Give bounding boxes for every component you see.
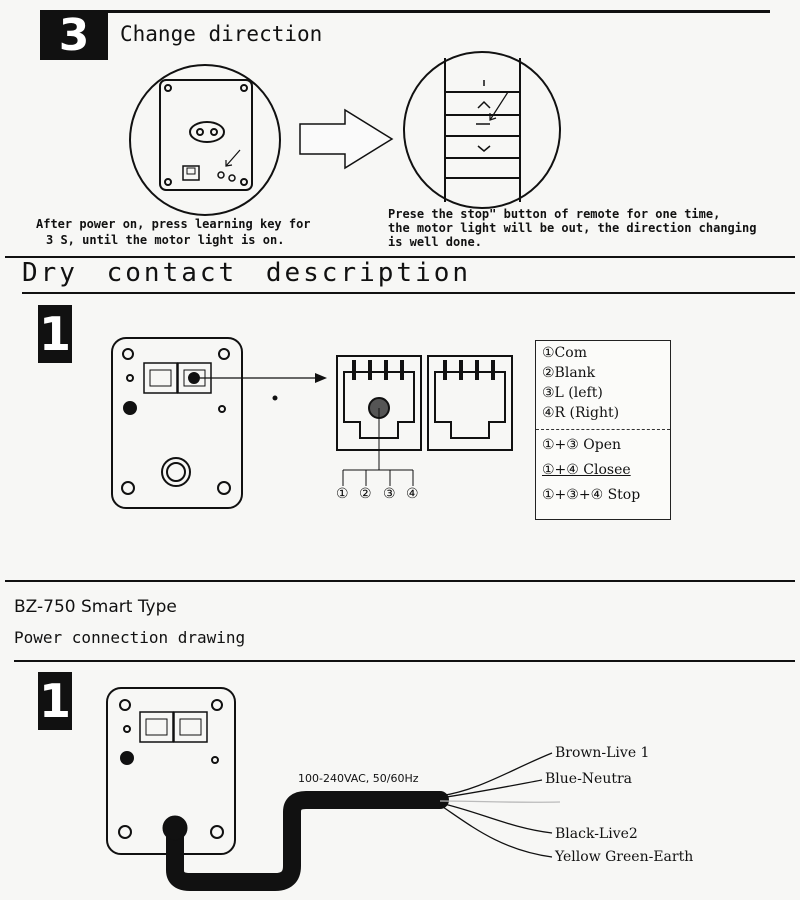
power-rule [5, 580, 795, 582]
wire-label-brown: Brown-Live 1 [555, 745, 650, 761]
step-badge-1-dry: 1 [38, 305, 72, 363]
legend-combo-close: ①+④ Closee [542, 462, 631, 478]
caption-learning-key-2: 3 S, until the motor light is on. [46, 233, 285, 247]
change-direction-title: Change direction [120, 22, 323, 46]
top-rule [40, 10, 770, 13]
voltage-label: 100-240VAC, 50/60Hz [298, 772, 419, 785]
pin-label-1: ① [336, 486, 349, 502]
caption-stop-button-3: is well done. [388, 235, 482, 249]
dry-contact-title: Dry contact description [22, 258, 472, 288]
legend-pin-com: ①Com [542, 345, 587, 361]
caption-stop-button-2: the motor light will be out, the directi… [388, 221, 757, 235]
wire-label-black: Black-Live2 [555, 826, 638, 842]
legend-pin-left: ③L (left) [542, 385, 603, 401]
remote-illustration [403, 51, 561, 209]
legend-divider [536, 429, 670, 430]
power-rule-2 [14, 660, 795, 662]
power-title: BZ-750 Smart Type [14, 597, 177, 617]
wire-label-blue: Blue-Neutra [545, 771, 633, 787]
legend-combo-stop: ①+③+④ Stop [542, 487, 641, 503]
dry-contact-rule-2 [22, 292, 795, 294]
wire-label-earth: Yellow Green-Earth [555, 849, 694, 865]
dry-contact-rule [5, 256, 795, 258]
step-badge-1-power: 1 [38, 672, 72, 730]
caption-stop-button-1: Prese the stop" button of remote for one… [388, 207, 721, 221]
legend-pin-right: ④R (Right) [542, 405, 620, 421]
pin-label-4: ④ [406, 486, 419, 502]
pin-label-2: ② [359, 486, 372, 502]
pin-label-3: ③ [383, 486, 396, 502]
power-subtitle: Power connection drawing [14, 628, 246, 647]
rj-connector-enlarged [336, 355, 513, 486]
hollow-arrow-icon [299, 108, 394, 170]
dry-contact-legend: ①Com ②Blank ③L (left) ④R (Right) ①+③ Ope… [535, 340, 671, 520]
caption-learning-key-1: After power on, press learning key for [36, 217, 311, 231]
device-power [106, 687, 236, 855]
legend-combo-open: ①+③ Open [542, 437, 622, 453]
legend-pin-blank: ②Blank [542, 365, 596, 381]
step-badge-3: 3 [40, 10, 108, 61]
device-dry-contact [111, 337, 327, 509]
device-back-illustration [129, 64, 281, 216]
